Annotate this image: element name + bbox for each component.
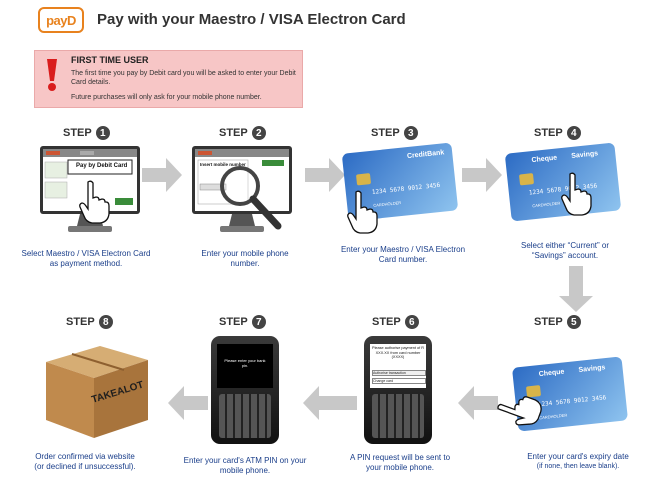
- step-word: STEP: [372, 316, 401, 328]
- notice-line-1: The first time you pay by Debit card you…: [71, 70, 296, 86]
- arrow-right-icon: [142, 158, 182, 192]
- step-5-caption: Enter your card's expiry date (if none, …: [498, 452, 658, 472]
- exclamation-icon: [47, 59, 57, 91]
- step-5-label: STEP 5: [534, 315, 581, 329]
- step-word: STEP: [66, 316, 95, 328]
- step-4-caption: Select either “Current” or “Savings” acc…: [520, 241, 610, 260]
- step-word: STEP: [219, 127, 248, 139]
- step-5-caption-note: (if none, then leave blank).: [536, 463, 620, 470]
- screen-2-title: Insert mobile number: [200, 162, 246, 167]
- phone-6-option-change: Change card: [372, 378, 426, 384]
- step-word: STEP: [371, 127, 400, 139]
- notice-title: FIRST TIME USER: [71, 55, 149, 65]
- hand-pointer-icon: [561, 172, 592, 216]
- step-1-monitor: Pay by Debit Card: [40, 146, 140, 241]
- phone-7-message: Please enter your bank pin.: [224, 358, 266, 368]
- step-word: STEP: [63, 127, 92, 139]
- step-7-phone: Please enter your bank pin.: [211, 336, 279, 444]
- notice-line-2: Future purchases will only ask for your …: [71, 94, 262, 101]
- step-2-monitor: Insert mobile number: [192, 146, 302, 241]
- step-6-label: STEP 6: [372, 315, 419, 329]
- step-2-label: STEP 2: [219, 126, 266, 140]
- step-number: 3: [403, 126, 418, 140]
- hand-pointer-icon: [347, 190, 378, 234]
- step-7-caption: Enter your card's ATM PIN on your mobile…: [183, 456, 307, 475]
- step-number: 7: [251, 315, 266, 329]
- logo-text: payD: [46, 12, 76, 28]
- arrow-down-icon: [559, 266, 593, 312]
- step-number: 1: [95, 126, 110, 140]
- step-8-label: STEP 8: [66, 315, 113, 329]
- phone-screen: Please enter your bank pin.: [217, 344, 273, 388]
- screen-1-title: Pay by Debit Card: [76, 163, 128, 169]
- card-chip: [355, 173, 372, 186]
- phone-screen: Please authorise payment of R XXX.XX fro…: [370, 344, 426, 388]
- arrow-left-icon: [168, 386, 208, 420]
- phone-6-option-authorise: Authorise transaction: [372, 370, 426, 376]
- step-7-label: STEP 7: [219, 315, 266, 329]
- arrow-right-icon: [305, 158, 345, 192]
- phone-keypad: [219, 394, 271, 438]
- phone-6-message: Please authorise payment of R XXX.XX fro…: [372, 346, 424, 360]
- arrow-right-icon: [462, 158, 502, 192]
- step-3-label: STEP 3: [371, 126, 418, 140]
- step-8-caption: Order confirmed via website (or declined…: [34, 452, 136, 471]
- step-4-label: STEP 4: [534, 126, 581, 140]
- step-number: 6: [404, 315, 419, 329]
- step-3-caption: Enter your Maestro / VISA Electron Card …: [340, 245, 466, 264]
- step-1-caption: Select Maestro / VISA Electron Card as p…: [21, 249, 151, 268]
- step-2-caption: Enter your mobile phone number.: [201, 249, 289, 268]
- phone-keypad: [372, 394, 424, 438]
- step-number: 8: [98, 315, 113, 329]
- step-5-caption-main: Enter your card's expiry date: [527, 452, 629, 461]
- hand-pointer-icon: [497, 396, 542, 426]
- step-1-label: STEP 1: [63, 126, 110, 140]
- step-number: 5: [566, 315, 581, 329]
- page-title: Pay with your Maestro / VISA Electron Ca…: [97, 11, 406, 28]
- step-number: 4: [566, 126, 581, 140]
- payd-logo: payD: [38, 7, 84, 33]
- hand-pointer-icon: [79, 180, 110, 224]
- step-word: STEP: [534, 316, 563, 328]
- arrow-left-icon: [303, 386, 357, 420]
- arrow-left-icon: [458, 386, 498, 420]
- step-number: 2: [251, 126, 266, 140]
- step-8-takealot-box: TAKEALOT: [42, 340, 152, 445]
- card-chip: [518, 173, 535, 186]
- step-word: STEP: [534, 127, 563, 139]
- step-6-caption: A PIN request will be sent to your mobil…: [349, 453, 451, 472]
- step-6-phone: Please authorise payment of R XXX.XX fro…: [364, 336, 432, 444]
- first-time-user-notice: FIRST TIME USER The first time you pay b…: [34, 50, 303, 108]
- step-word: STEP: [219, 316, 248, 328]
